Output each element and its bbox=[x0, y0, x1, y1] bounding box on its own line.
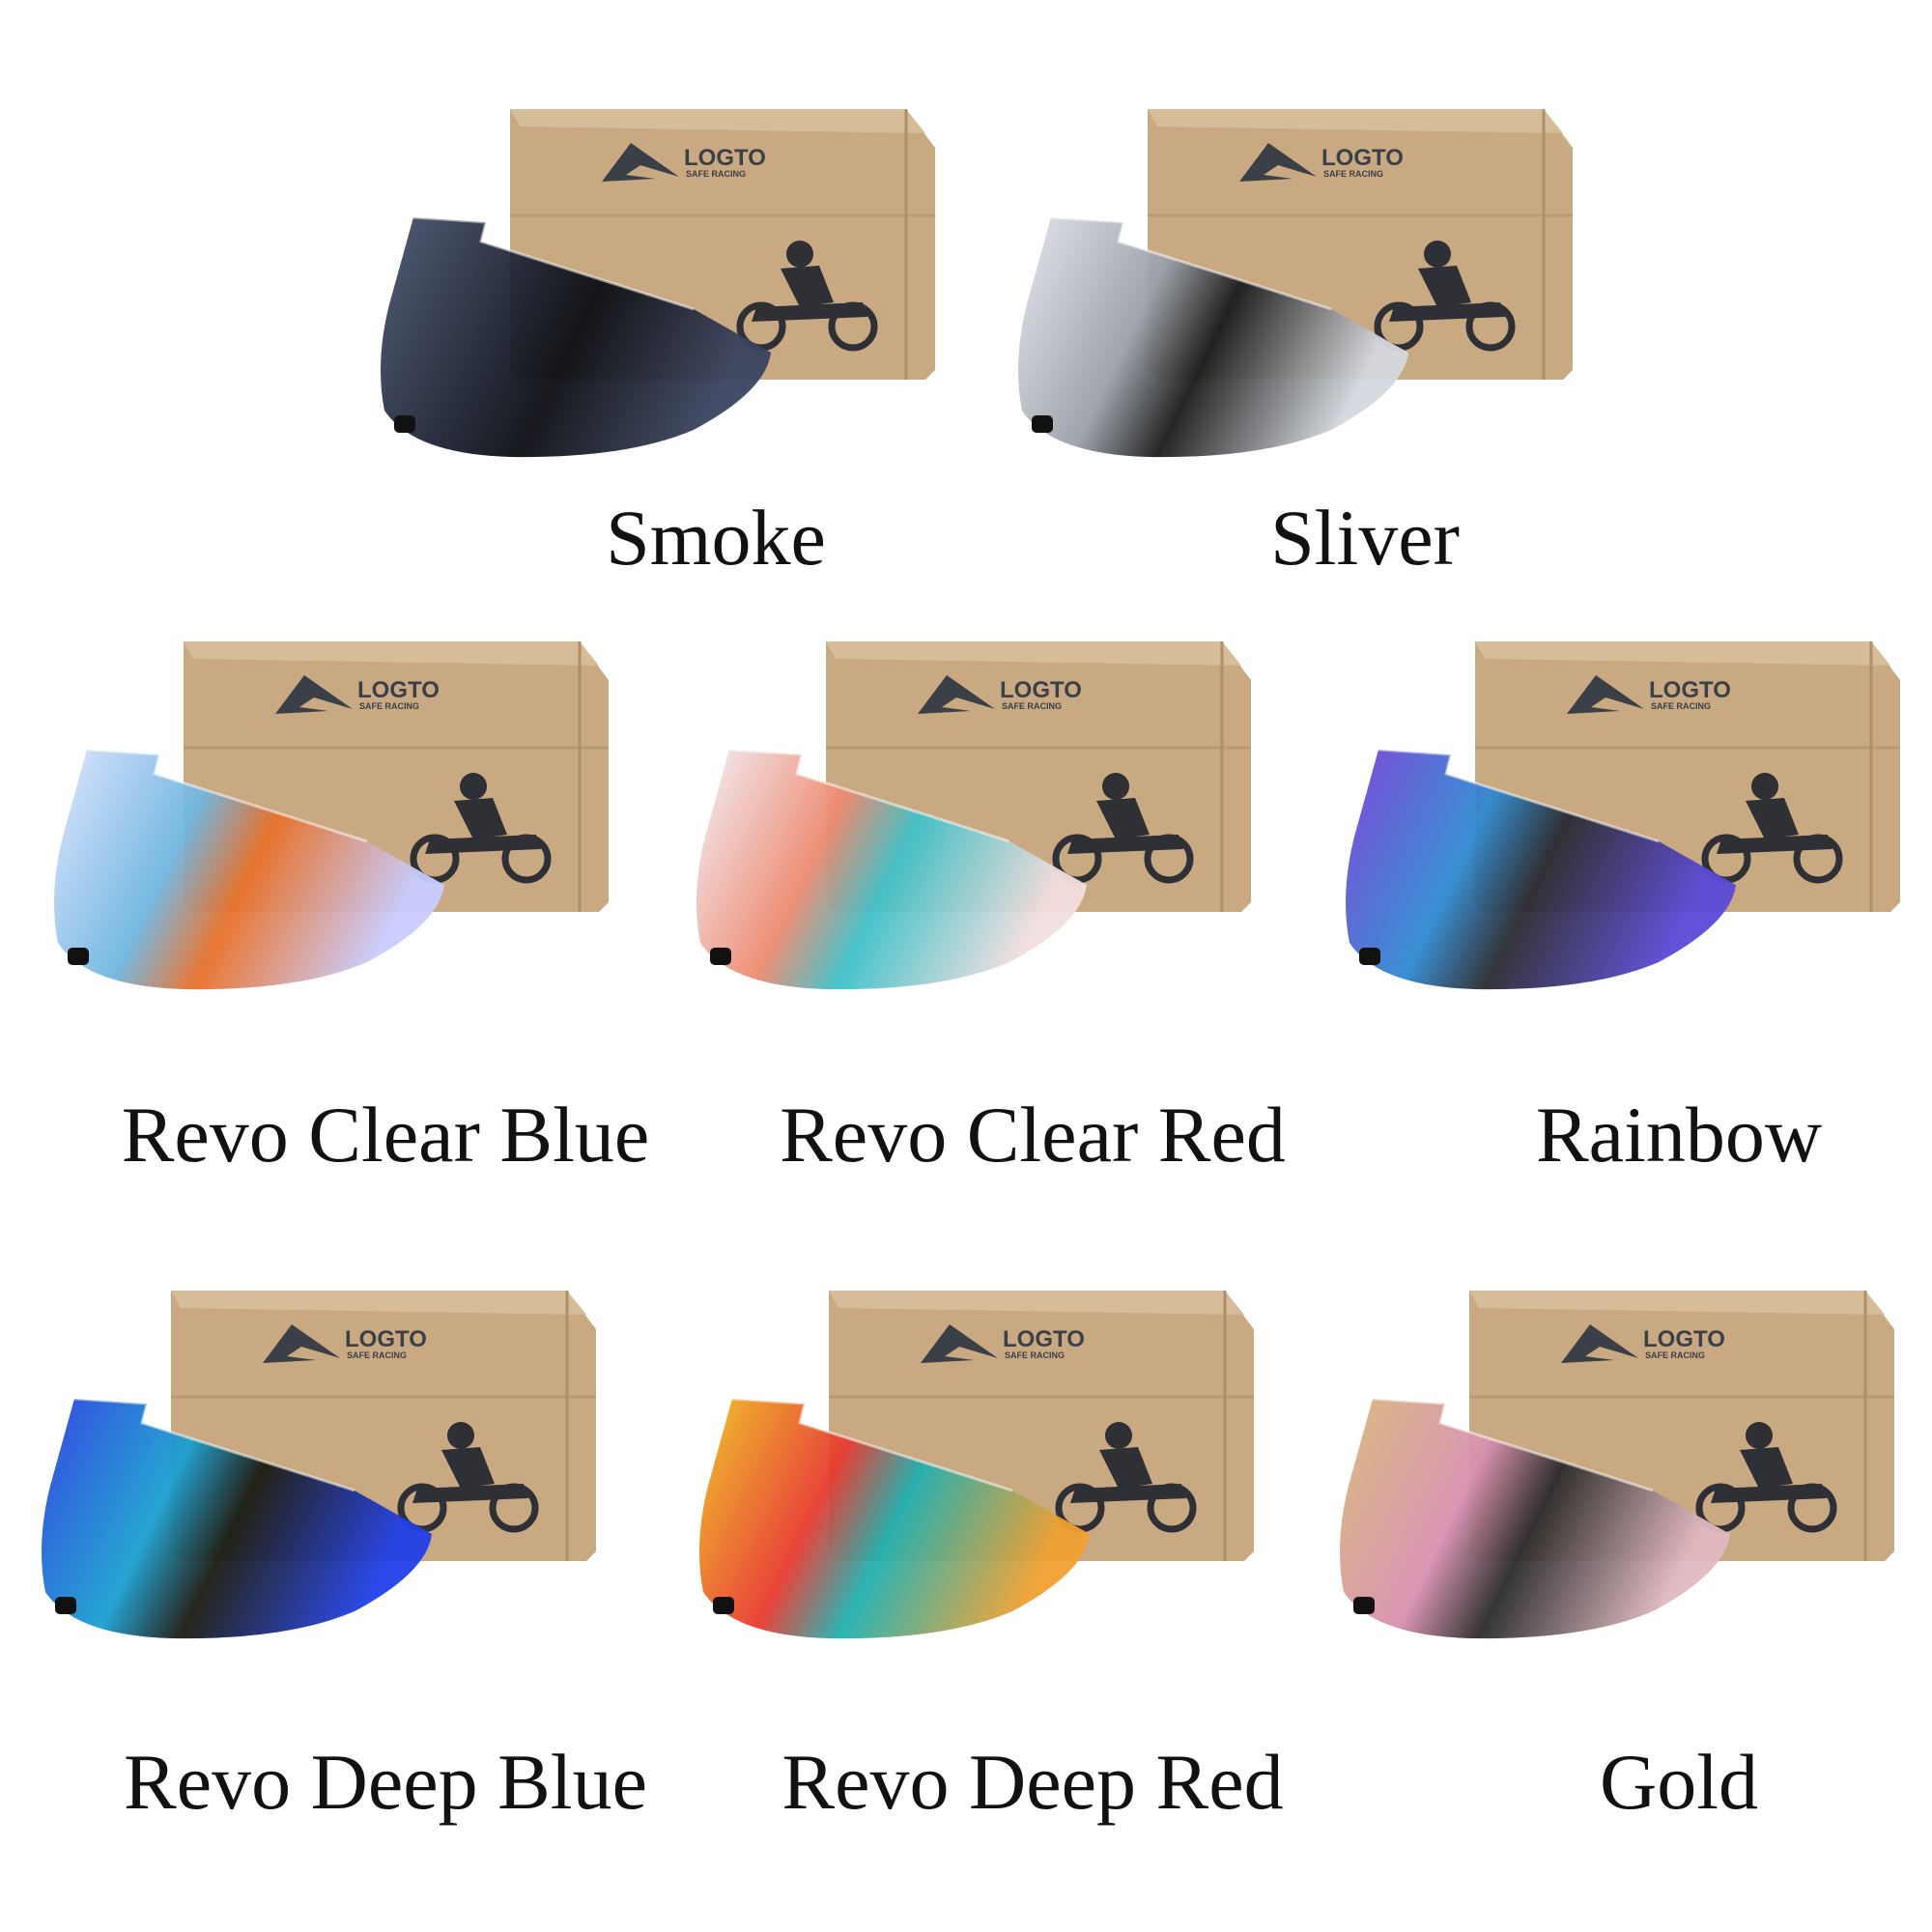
motorcycle-rider-icon bbox=[1052, 773, 1194, 884]
visor-mount-tab bbox=[68, 948, 89, 965]
visor-mount-tab bbox=[1359, 948, 1380, 965]
variant-label: Smoke bbox=[606, 494, 826, 582]
brand-logo: LOGTO SAFE RACING bbox=[275, 675, 440, 714]
svg-text:SAFE RACING: SAFE RACING bbox=[1002, 701, 1062, 711]
motorcycle-rider-icon bbox=[397, 1422, 539, 1533]
svg-text:SAFE RACING: SAFE RACING bbox=[686, 169, 746, 179]
visor-mount-tab bbox=[713, 1597, 734, 1614]
visor-mount-tab bbox=[1032, 415, 1053, 433]
variant-label: Revo Deep Blue bbox=[124, 1738, 647, 1826]
variant-label: Gold bbox=[1600, 1738, 1758, 1826]
svg-text:LOGTO: LOGTO bbox=[1000, 677, 1082, 703]
svg-text:LOGTO: LOGTO bbox=[684, 145, 766, 171]
visor-image bbox=[381, 217, 771, 458]
visor-mount-tab bbox=[1353, 1597, 1375, 1614]
variant-label: Revo Deep Red bbox=[781, 1738, 1284, 1826]
variant-label: Sliver bbox=[1270, 494, 1460, 582]
variant-label: Revo Clear Red bbox=[780, 1091, 1286, 1179]
brand-logo: LOGTO SAFE RACING bbox=[602, 143, 766, 182]
svg-text:SAFE RACING: SAFE RACING bbox=[1645, 1350, 1705, 1360]
visor-image bbox=[42, 1399, 432, 1639]
svg-text:LOGTO: LOGTO bbox=[1003, 1326, 1085, 1352]
brand-logo: LOGTO SAFE RACING bbox=[1239, 143, 1404, 182]
visor-image bbox=[699, 1399, 1090, 1639]
svg-text:SAFE RACING: SAFE RACING bbox=[1323, 169, 1383, 179]
svg-text:SAFE RACING: SAFE RACING bbox=[1651, 701, 1711, 711]
variant-label: Rainbow bbox=[1535, 1091, 1823, 1179]
brand-logo: LOGTO SAFE RACING bbox=[918, 675, 1082, 714]
brand-logo: LOGTO SAFE RACING bbox=[921, 1324, 1085, 1363]
visor-image bbox=[54, 750, 444, 990]
visor-image bbox=[696, 750, 1087, 990]
svg-text:SAFE RACING: SAFE RACING bbox=[347, 1350, 407, 1360]
variant-label: Revo Clear Blue bbox=[121, 1091, 650, 1179]
visor-mount-tab bbox=[55, 1597, 76, 1614]
visor-mount-tab bbox=[394, 415, 415, 433]
motorcycle-rider-icon bbox=[1695, 1422, 1837, 1533]
motorcycle-rider-icon bbox=[1374, 241, 1516, 352]
brand-logo: LOGTO SAFE RACING bbox=[1567, 675, 1731, 714]
svg-text:LOGTO: LOGTO bbox=[1321, 145, 1404, 171]
brand-logo: LOGTO SAFE RACING bbox=[1561, 1324, 1725, 1363]
svg-text:LOGTO: LOGTO bbox=[1649, 677, 1731, 703]
visor-image bbox=[1346, 750, 1736, 990]
svg-text:SAFE RACING: SAFE RACING bbox=[1005, 1350, 1065, 1360]
svg-text:LOGTO: LOGTO bbox=[357, 677, 440, 703]
svg-text:LOGTO: LOGTO bbox=[345, 1326, 427, 1352]
svg-text:SAFE RACING: SAFE RACING bbox=[359, 701, 419, 711]
visor-image bbox=[1340, 1399, 1730, 1639]
visor-image bbox=[1018, 217, 1408, 458]
motorcycle-rider-icon bbox=[410, 773, 552, 884]
visor-mount-tab bbox=[710, 948, 731, 965]
svg-text:LOGTO: LOGTO bbox=[1643, 1326, 1725, 1352]
motorcycle-rider-icon bbox=[1055, 1422, 1197, 1533]
brand-logo: LOGTO SAFE RACING bbox=[263, 1324, 427, 1363]
